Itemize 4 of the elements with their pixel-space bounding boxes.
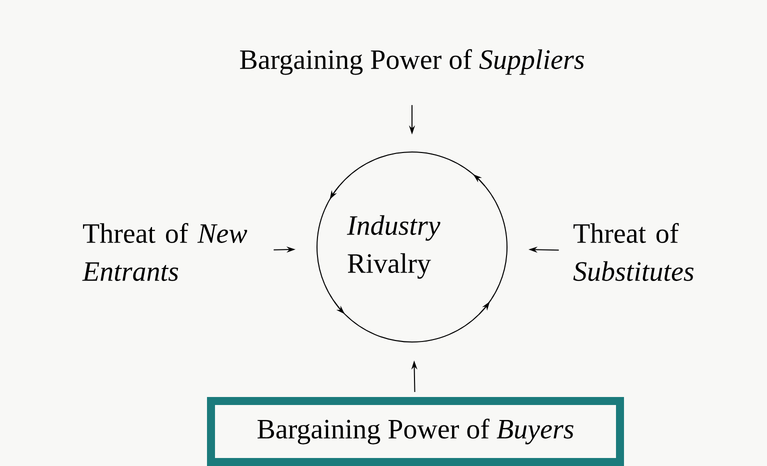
side-text: Threat of Substitutes [573, 222, 694, 282]
side-text: Threat of New Entrants [82, 223, 248, 281]
highlight-box: Bargaining Power of Buyers [207, 397, 624, 466]
heading-text: Bargaining Power of Suppliers [240, 49, 584, 75]
